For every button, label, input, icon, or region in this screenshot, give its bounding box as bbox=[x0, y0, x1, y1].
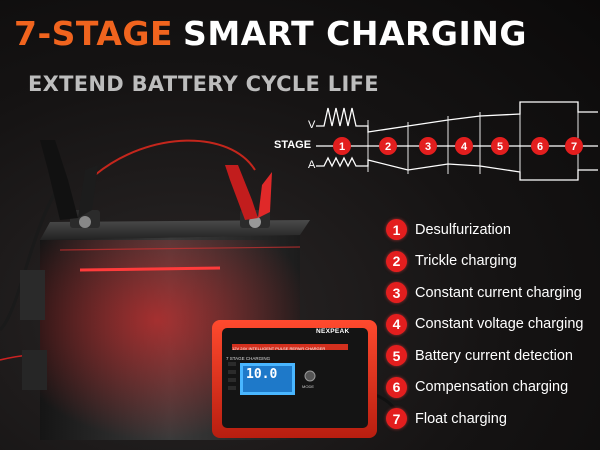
diagram-stage-label: STAGE bbox=[274, 139, 311, 151]
stage-number-badge: 7 bbox=[386, 408, 407, 430]
charger-display-value: 10.0 bbox=[246, 367, 278, 382]
stage-marker-6: 6 bbox=[531, 137, 549, 155]
stage-marker-2-label: 2 bbox=[385, 141, 391, 153]
diagram-a-label: A bbox=[308, 159, 316, 171]
stage-marker-6-label: 6 bbox=[537, 141, 543, 153]
charger-brand: NEXPEAK bbox=[316, 328, 350, 335]
headline-accent: 7-STAGE bbox=[14, 14, 174, 53]
stage-label: Trickle charging bbox=[415, 253, 517, 270]
diagram-v-label: V bbox=[308, 119, 316, 131]
stage-label: Battery current detection bbox=[415, 347, 573, 364]
stage-item-desulfurization: 1 Desulfurization bbox=[386, 214, 600, 246]
stage-item-compensation-charging: 6 Compensation charging bbox=[386, 372, 600, 404]
stage-marker-5-label: 5 bbox=[497, 141, 503, 153]
stage-marker-3-label: 3 bbox=[425, 141, 431, 153]
charging-stage-diagram: V STAGE A 1 2 3 4 5 6 7 bbox=[274, 101, 598, 181]
stage-label: Constant voltage charging bbox=[415, 316, 584, 333]
stage-label: Desulfurization bbox=[415, 221, 511, 238]
stage-label: Float charging bbox=[415, 410, 507, 427]
stage-marker-7-label: 7 bbox=[571, 141, 577, 153]
stage-marker-4-label: 4 bbox=[461, 141, 468, 153]
charger-device bbox=[212, 320, 377, 438]
stage-number-badge: 4 bbox=[386, 313, 407, 335]
stage-marker-3: 3 bbox=[419, 137, 437, 155]
stage-marker-2: 2 bbox=[379, 137, 397, 155]
stage-item-current-detection: 5 Battery current detection bbox=[386, 340, 600, 372]
black-clamp-icon bbox=[40, 140, 98, 220]
stage-label: Constant current charging bbox=[415, 284, 582, 301]
headline-main: SMART CHARGING bbox=[183, 14, 527, 53]
red-clamp-icon bbox=[225, 165, 272, 220]
stage-label: Compensation charging bbox=[415, 379, 569, 396]
stage-item-constant-voltage: 4 Constant voltage charging bbox=[386, 309, 600, 341]
charger-model-text: 12V 24V INTELLIGENT PULSE REPAIR CHARGER bbox=[232, 346, 326, 351]
stage-marker-7: 7 bbox=[565, 137, 583, 155]
stage-number-badge: 6 bbox=[386, 376, 407, 398]
stage-item-float-charging: 7 Float charging bbox=[386, 403, 600, 435]
stage-number-badge: 1 bbox=[386, 219, 407, 241]
stage-list: 1 Desulfurization 2 Trickle charging 3 C… bbox=[386, 214, 600, 435]
stage-number-badge: 2 bbox=[386, 250, 407, 272]
charger-panel-title: 7 STAGE CHARGING bbox=[226, 356, 271, 361]
stage-number-badge: 5 bbox=[386, 345, 407, 367]
stage-marker-5: 5 bbox=[491, 137, 509, 155]
stage-item-trickle-charging: 2 Trickle charging bbox=[386, 246, 600, 278]
stage-marker-1: 1 bbox=[333, 137, 351, 155]
battery-charger-illustration bbox=[0, 139, 400, 440]
subtitle: EXTEND BATTERY CYCLE LIFE bbox=[28, 72, 379, 96]
charger-mode-label: MODE bbox=[302, 384, 314, 389]
stage-marker-1-label: 1 bbox=[339, 141, 345, 153]
stage-item-constant-current: 3 Constant current charging bbox=[386, 277, 600, 309]
stage-number-badge: 3 bbox=[386, 282, 407, 304]
stage-marker-4: 4 bbox=[455, 137, 473, 155]
